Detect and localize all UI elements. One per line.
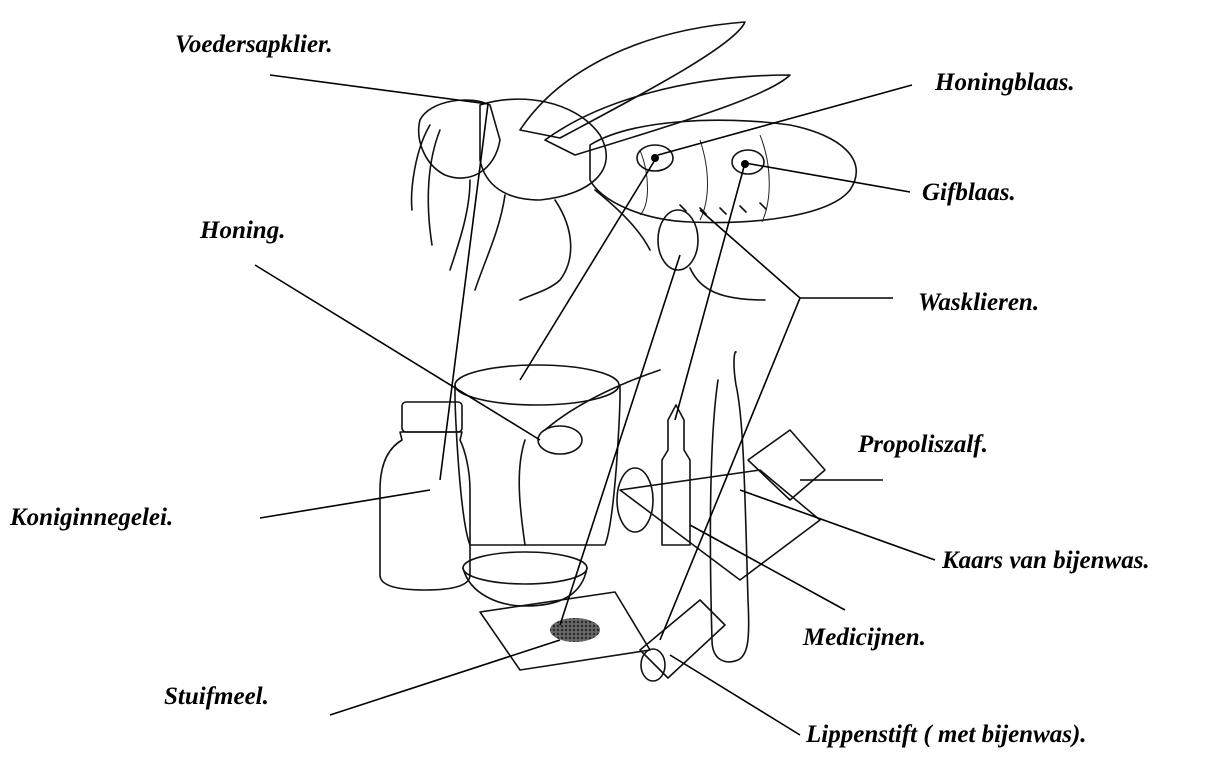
bee-antenna-1	[412, 125, 430, 210]
bee-hind-leg	[690, 268, 765, 300]
leader-voedersapklier-2	[440, 104, 488, 480]
tube	[620, 470, 820, 580]
bee-antenna-2	[428, 130, 440, 245]
label-wasklieren: Wasklieren.	[918, 290, 1039, 315]
bee-leg-1	[450, 180, 470, 270]
royal-jelly-cap	[402, 402, 462, 432]
label-gifblaas: Gifblaas.	[922, 180, 1016, 205]
propolis-comb	[748, 430, 825, 500]
leader-honingblaas-2	[520, 155, 658, 380]
bee-drawing	[412, 22, 857, 300]
label-stuifmeel: Stuifmeel.	[164, 684, 269, 709]
leader-gifblaas-2	[675, 163, 745, 420]
leader-stuifmeel-bee	[560, 255, 680, 625]
pollen-grains	[550, 618, 600, 642]
bee-leg-2	[475, 195, 505, 290]
bee-leg-3	[520, 200, 571, 300]
honey-spoon	[545, 370, 660, 430]
leader-wasklieren-3	[660, 298, 800, 640]
leader-honing	[255, 265, 540, 440]
honey-jar	[455, 385, 620, 545]
leader-stuifmeel	[330, 640, 560, 715]
leader-medicijnen	[690, 525, 845, 610]
bee-abdomen	[590, 120, 856, 222]
label-propoliszalf: Propoliszalf.	[858, 432, 988, 457]
label-voedersapklier: Voedersapklier.	[175, 32, 333, 57]
honey-jar-lid	[455, 365, 619, 405]
leader-koniginnegelei	[260, 490, 430, 518]
bee-leg-4	[595, 190, 650, 250]
leader-gifblaas	[745, 163, 910, 192]
label-koniginnegelei: Koniginnegelei.	[10, 505, 173, 530]
label-medicijnen: Medicijnen.	[803, 625, 926, 650]
bee-wing-lower	[545, 75, 790, 155]
label-honing: Honing.	[200, 218, 285, 243]
bee-thorax	[480, 99, 606, 200]
leader-wasklieren-2	[700, 210, 800, 298]
label-lippenstift: Lippenstift ( met bijenwas).	[806, 722, 1087, 747]
royal-jelly-vial	[380, 432, 470, 590]
leader-kaars	[740, 490, 935, 560]
label-kaars: Kaars van bijenwas.	[942, 548, 1150, 573]
label-honingblaas: Honingblaas.	[935, 70, 1075, 95]
leader-voedersapklier	[270, 75, 488, 104]
salve-pot	[617, 468, 653, 532]
bowl-rim	[463, 552, 587, 584]
leader-lippenstift	[670, 655, 800, 735]
